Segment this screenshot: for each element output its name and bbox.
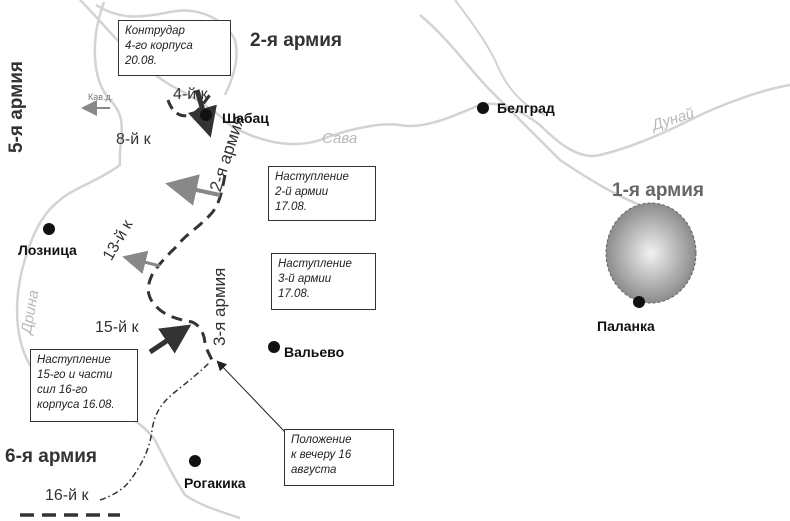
front-line: [146, 174, 227, 361]
valevo-dot: [268, 341, 280, 353]
corps15-label: 15-й к: [95, 319, 139, 336]
army5-label: 5-я армия: [6, 61, 27, 154]
army1-label: 1-я армия: [612, 180, 705, 201]
army2-advance-note: Наступление 2-й армии 17.08.: [268, 166, 376, 221]
counterattack-arrow: [188, 89, 217, 138]
position-note: Положение к вечеру 16 августа: [284, 429, 394, 486]
sava-river-branch: [95, 3, 238, 96]
corps16-advance-line: [99, 361, 211, 501]
palanka-label: Паланка: [597, 318, 655, 334]
army2-label: 2-я армия: [250, 30, 343, 51]
morava-river: [419, 14, 641, 207]
shabac-dot: [200, 109, 212, 121]
counterattack-note: Контрудар 4-го корпуса 20.08.: [118, 20, 231, 76]
cav-label: Кав.д.: [88, 92, 114, 102]
army6-label: 6-я армия: [5, 446, 98, 467]
palanka-dot: [633, 296, 645, 308]
shabac-label: Шабац: [222, 110, 269, 126]
belgrad-label: Белград: [497, 100, 555, 116]
corps13-arrow: [122, 250, 161, 275]
army2-arrow: [165, 174, 221, 206]
loznica-label: Лозница: [18, 242, 77, 258]
valevo-label: Вальево: [284, 344, 345, 360]
corps8-label: 8-й к: [116, 131, 151, 148]
corps16-label: 16-й к: [45, 487, 89, 504]
corps15-arrow: [148, 324, 192, 355]
sava-river: [79, 0, 790, 158]
army3-front-label: 3-я армия: [210, 267, 229, 346]
position-pointer: [216, 360, 286, 433]
drina-river: [15, 1, 241, 520]
front-line-north: [166, 93, 212, 118]
corps4-label: 4-й к: [173, 86, 208, 103]
dunai-river: [454, 0, 546, 116]
loznica-dot: [43, 223, 55, 235]
army3-advance-note: Наступление 3-й армии 17.08.: [271, 253, 376, 310]
rogakika-label: Рогакика: [184, 475, 246, 491]
corps15-advance-note: Наступление 15-го и части сил 16-го корп…: [30, 349, 138, 422]
army1-area: [605, 202, 697, 304]
sava-label: Сава: [322, 130, 358, 147]
rogakika-dot: [189, 455, 201, 467]
belgrad-dot: [477, 102, 489, 114]
